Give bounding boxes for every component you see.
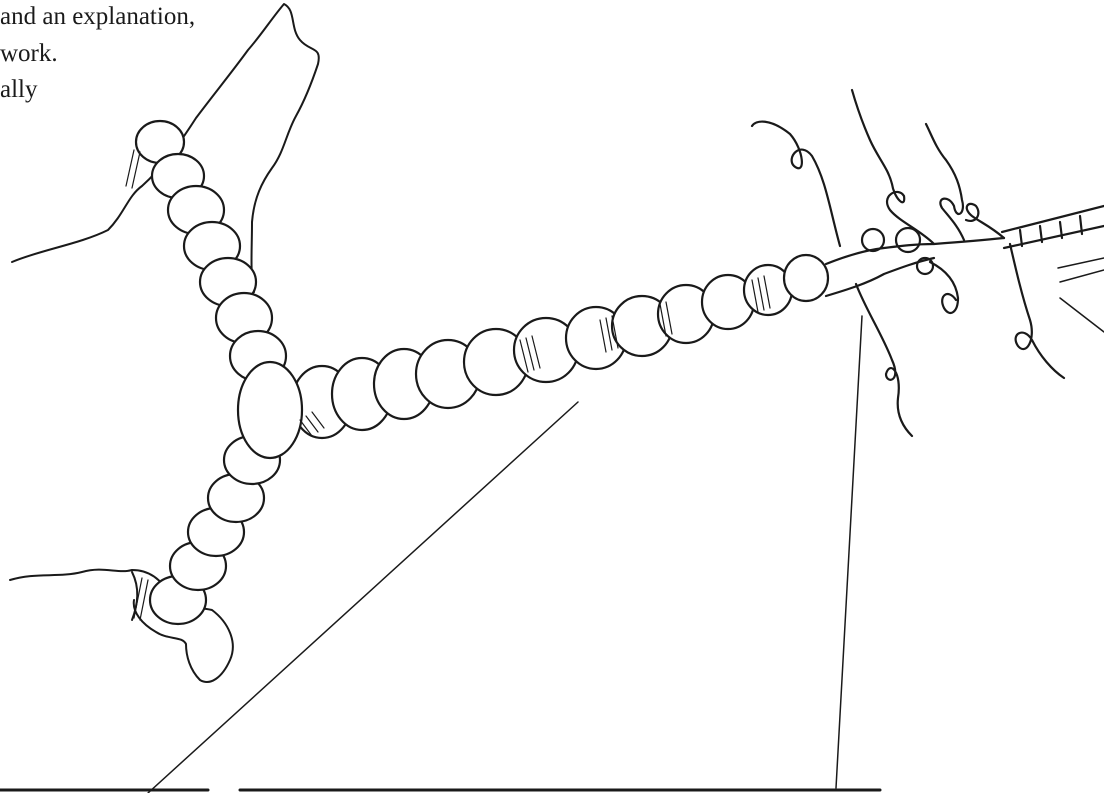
myelin-segments (136, 121, 828, 624)
distal-myelin (1002, 206, 1104, 248)
nerve-ending (856, 284, 912, 436)
nerve-ending (930, 262, 958, 313)
leader-line-terminal (1058, 258, 1104, 268)
myelin-segment (784, 255, 828, 301)
nerve-loop (896, 228, 920, 252)
myelin-junction (238, 362, 302, 458)
nerve-ending (926, 124, 964, 240)
nerve-ending (1010, 244, 1064, 378)
nerve-ending (852, 90, 934, 244)
leader-line-node (836, 316, 862, 788)
leader-line-terminal (1060, 270, 1104, 282)
nerve-loop (862, 229, 884, 251)
leader-line-myelin (148, 402, 578, 793)
nerve-ending (966, 204, 1004, 238)
nerve-ending (752, 122, 840, 246)
leader-line-terminal (1060, 298, 1104, 332)
